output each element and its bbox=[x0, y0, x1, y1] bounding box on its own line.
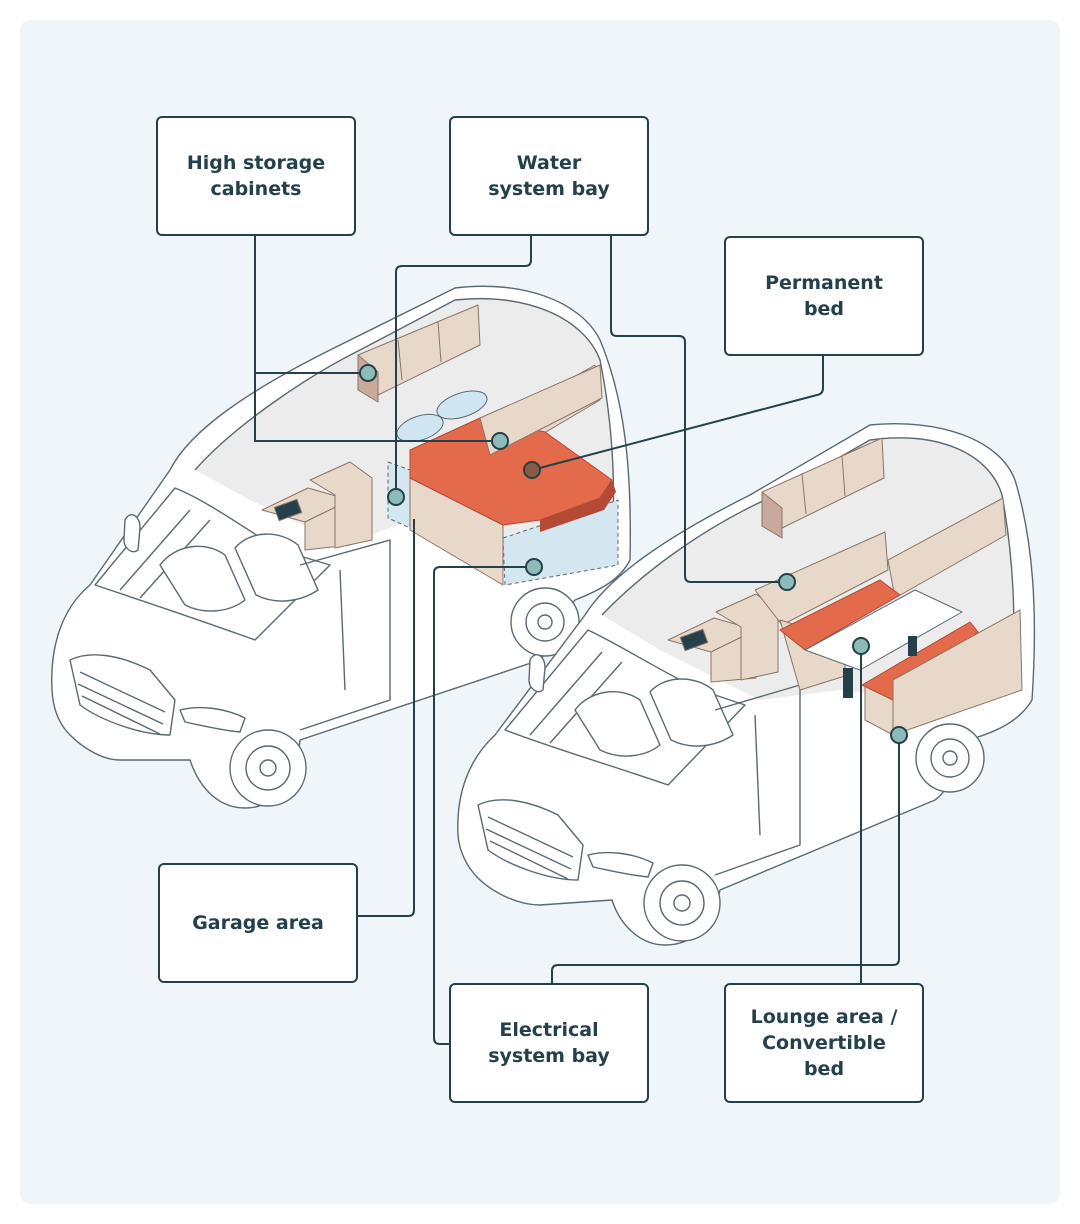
van-2-grille bbox=[477, 799, 584, 881]
van-1-headboard bbox=[479, 364, 603, 456]
van-2-headlight bbox=[587, 851, 654, 878]
van-1-front-hub-center bbox=[259, 759, 277, 777]
van-2-front-hub bbox=[659, 880, 705, 926]
van-1-roof-edge bbox=[194, 298, 615, 541]
van-1-pillow-2 bbox=[436, 390, 488, 420]
label-permanent-bed: Permanent bed bbox=[724, 236, 924, 356]
van-1-rear-hub-center bbox=[537, 614, 553, 630]
label-garage-area: Garage area bbox=[158, 863, 358, 983]
van-2-side-cabinet bbox=[887, 497, 1007, 599]
van-2-mirror bbox=[528, 654, 546, 693]
van-2-bench-back bbox=[754, 531, 889, 626]
marker-water-van1 bbox=[387, 488, 405, 506]
marker-water-van2 bbox=[778, 573, 796, 591]
van-1-grille bbox=[69, 654, 176, 736]
van-1-door-lines bbox=[299, 539, 391, 731]
leader-permanent-bed bbox=[531, 355, 824, 471]
van-2-furniture bbox=[667, 437, 1023, 736]
van-2-stove bbox=[679, 628, 709, 652]
van-1-grille-lines bbox=[77, 671, 166, 735]
leader-water-van1 bbox=[395, 235, 532, 497]
van-2-front-hub-center bbox=[673, 894, 691, 912]
label-electrical-system-bay: Electrical system bay bbox=[449, 983, 649, 1103]
leader-electrical-van2 bbox=[551, 735, 900, 985]
van-2-fridge bbox=[715, 593, 779, 681]
leader-water-van2 bbox=[610, 235, 787, 583]
van-1-headlight bbox=[179, 706, 246, 733]
leader-lines bbox=[254, 235, 900, 1045]
marker-electrical-van2 bbox=[890, 726, 908, 744]
marker-lounge bbox=[852, 637, 870, 655]
van-1-seats bbox=[159, 533, 319, 612]
marker-high-storage-side bbox=[491, 432, 509, 450]
van-2-grille-lines bbox=[485, 816, 574, 880]
van-2-bench-right-panel bbox=[892, 609, 1023, 736]
label-high-storage-cabinets: High storage cabinets bbox=[156, 116, 356, 236]
van-2-door-lines bbox=[714, 684, 801, 876]
van-2-table-top bbox=[804, 589, 963, 671]
van-2-seats bbox=[574, 678, 734, 757]
van-1-front-hub bbox=[245, 745, 291, 791]
van-1-pillow-1 bbox=[396, 413, 444, 443]
van-2-bench-right-cushion bbox=[861, 621, 979, 701]
van-1-mirror bbox=[123, 514, 141, 553]
van-2-bench-left-cushion bbox=[779, 579, 901, 651]
marker-high-storage-cabinet bbox=[359, 364, 377, 382]
leader-high-storage-lower bbox=[254, 373, 500, 442]
van-2-rear-wheel bbox=[915, 723, 985, 793]
leader-garage bbox=[357, 519, 415, 917]
van-2-front-wheel bbox=[643, 864, 721, 942]
van-1-upper-cabinet-dividers bbox=[397, 321, 442, 381]
van-1-front-wheel bbox=[229, 729, 307, 807]
van-2-rear-hub-center bbox=[942, 750, 958, 766]
van-1-fridge bbox=[309, 461, 373, 549]
van-2-upper-cabinet-side bbox=[761, 491, 783, 539]
van-2-roof-edge bbox=[601, 437, 1015, 691]
van-2-upper-cabinet-dividers bbox=[801, 455, 846, 515]
markers bbox=[359, 364, 908, 744]
van-1-rear-hub bbox=[525, 602, 565, 642]
van-1-mattress-edge bbox=[540, 480, 616, 532]
marker-electrical-van1 bbox=[525, 558, 543, 576]
van-2-table-leg-1 bbox=[843, 668, 853, 698]
leader-electrical-van1 bbox=[433, 566, 534, 1045]
van-1-stove bbox=[273, 498, 303, 522]
van-2-table-leg-2 bbox=[908, 636, 917, 656]
van-2-rear-hub bbox=[930, 738, 970, 778]
label-lounge-convertible-bed: Lounge area / Convertible bed bbox=[724, 983, 924, 1103]
marker-permanent-bed bbox=[523, 461, 541, 479]
label-water-system-bay: Water system bay bbox=[449, 116, 649, 236]
